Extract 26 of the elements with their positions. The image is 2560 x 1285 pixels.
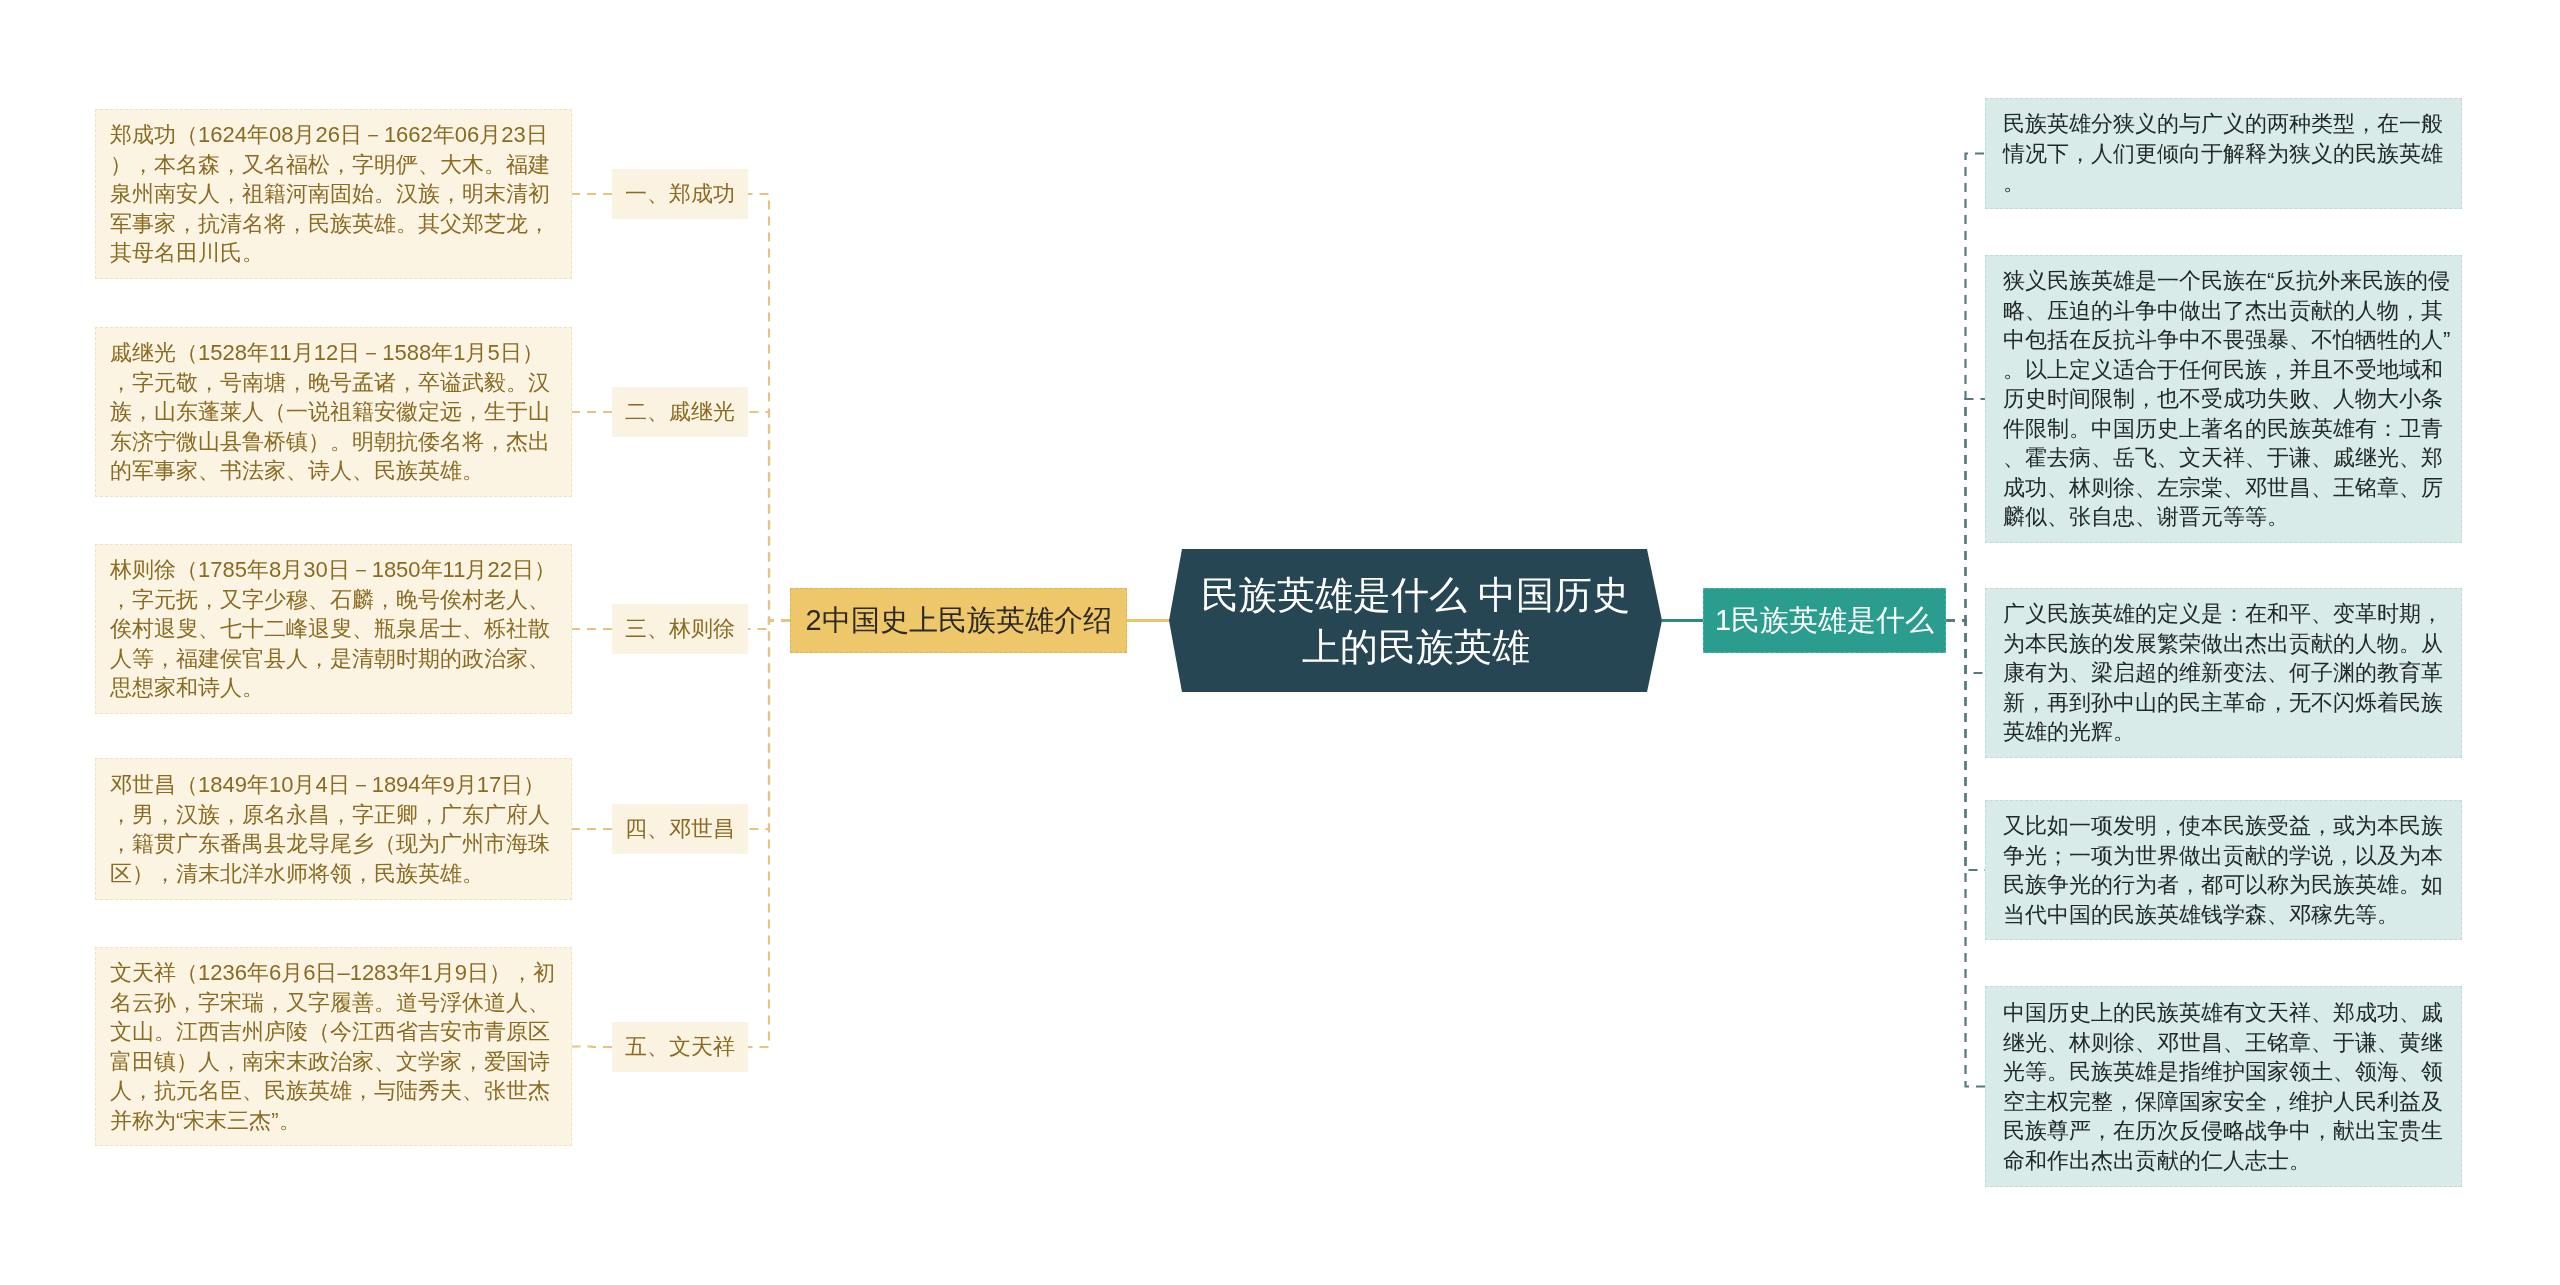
- text-box: 民族英雄分狭义的与广义的两种类型，在一般情况下，人们更倾向于解释为狭义的民族英雄。: [1985, 98, 2462, 209]
- subtopic-box: 五、文天祥: [612, 1021, 748, 1072]
- branch-topic: 2中国史上民族英雄介绍: [790, 588, 1127, 653]
- text-box: 邓世昌（1849年10月4日－1894年9月17日），男，汉族，原名永昌，字正卿，广东广府人，籍贯广东番禺县龙导尾乡（现为广州市海珠区），清末北洋水师将领，民族英雄。: [95, 758, 572, 900]
- connector-line: [1662, 619, 1703, 622]
- subtopic-box: 四、邓世昌: [612, 804, 748, 854]
- text-box: 中国历史上的民族英雄有文天祥、郑成功、戚继光、林则徐、邓世昌、王铭章、于谦、黄继光等。民族英雄是指维护国家领土、领海、领空主权完整，保障国家安全，维护人民利益及民族尊严，在历次反侵略战争中，献出宝贵生命和作出杰出贡献的仁人志士。: [1985, 986, 2462, 1187]
- text-box: 郑成功（1624年08月26日－1662年06月23日），本名森，又名福松，字明俨、大木。福建泉州南安人，祖籍河南固始。汉族，明末清初军事家，抗清名将，民族英雄。其父郑芝龙，其母名田川氏。: [95, 109, 572, 279]
- dashed-connector: [748, 619, 790, 1049]
- branch-topic: 1民族英雄是什么: [1703, 588, 1946, 653]
- dashed-connector: [572, 192, 612, 196]
- text-box: 广义民族英雄的定义是：在和平、变革时期，为本民族的发展繁荣做出杰出贡献的人物。从康有为、梁启超的维新变法、何子渊的教育革新，再到孙中山的民主革命，无不闪烁着民族英雄的光辉。: [1985, 588, 2462, 758]
- text-box: 林则徐（1785年8月30日－1850年11月22日），字元抚，又字少穆、石麟，晚号俟村老人、俟村退叟、七十二峰退叟、瓶泉居士、栎社散人等，福建侯官县人，是清朝时期的政治家、思想家和诗人。: [95, 544, 572, 714]
- text-box: 文天祥（1236年6月6日–1283年1月9日），初名云孙，字宋瑞，又字履善。道号浮休道人、文山。江西吉州庐陵（今江西省吉安市青原区富田镇）人，南宋末政治家、文学家，爱国诗人，抗元名臣、民族英雄，与陆秀夫、张世杰并称为“宋末三杰”。: [95, 947, 572, 1146]
- subtopic-box: 三、林则徐: [612, 604, 748, 654]
- connector-line: [1127, 619, 1169, 622]
- text-box: 狭义民族英雄是一个民族在“反抗外来民族的侵略、压迫的斗争中做出了杰出贡献的人物，其中包括在反抗斗争中不畏强暴、不怕牺牲的人”。以上定义适合于任何民族，并且不受地域和历史时间限制，也不受成功失败、人物大小条件限制。中国历史上著名的民族英雄有：卫青、霍去病、岳飞、文天祥、于谦、戚继光、郑成功、林则徐、左宗棠、邓世昌、王铭章、厉麟似、张自忠、谢晋元等等。: [1985, 255, 2462, 543]
- text-box: 又比如一项发明，使本民族受益，或为本民族争光；一项为世界做出贡献的学说，以及为本民族争光的行为者，都可以称为民族英雄。如当代中国的民族英雄钱学森、邓稼先等。: [1985, 800, 2462, 940]
- subtopic-box: 二、戚继光: [612, 387, 748, 437]
- dashed-connector: [572, 627, 612, 631]
- central-topic: 民族英雄是什么 中国历史上的民族英雄: [1169, 549, 1662, 692]
- dashed-connector: [572, 410, 612, 414]
- subtopic-box: 一、郑成功: [612, 169, 748, 219]
- text-box: 戚继光（1528年11月12日－1588年1月5日），字元敬，号南塘，晚号孟诸，卒谥武毅。汉族，山东蓬莱人（一说祖籍安徽定远，生于山东济宁微山县鲁桥镇）。明朝抗倭名将，杰出的军事家、书法家、诗人、民族英雄。: [95, 327, 572, 497]
- dashed-connector: [572, 1045, 612, 1049]
- dashed-connector: [572, 827, 612, 831]
